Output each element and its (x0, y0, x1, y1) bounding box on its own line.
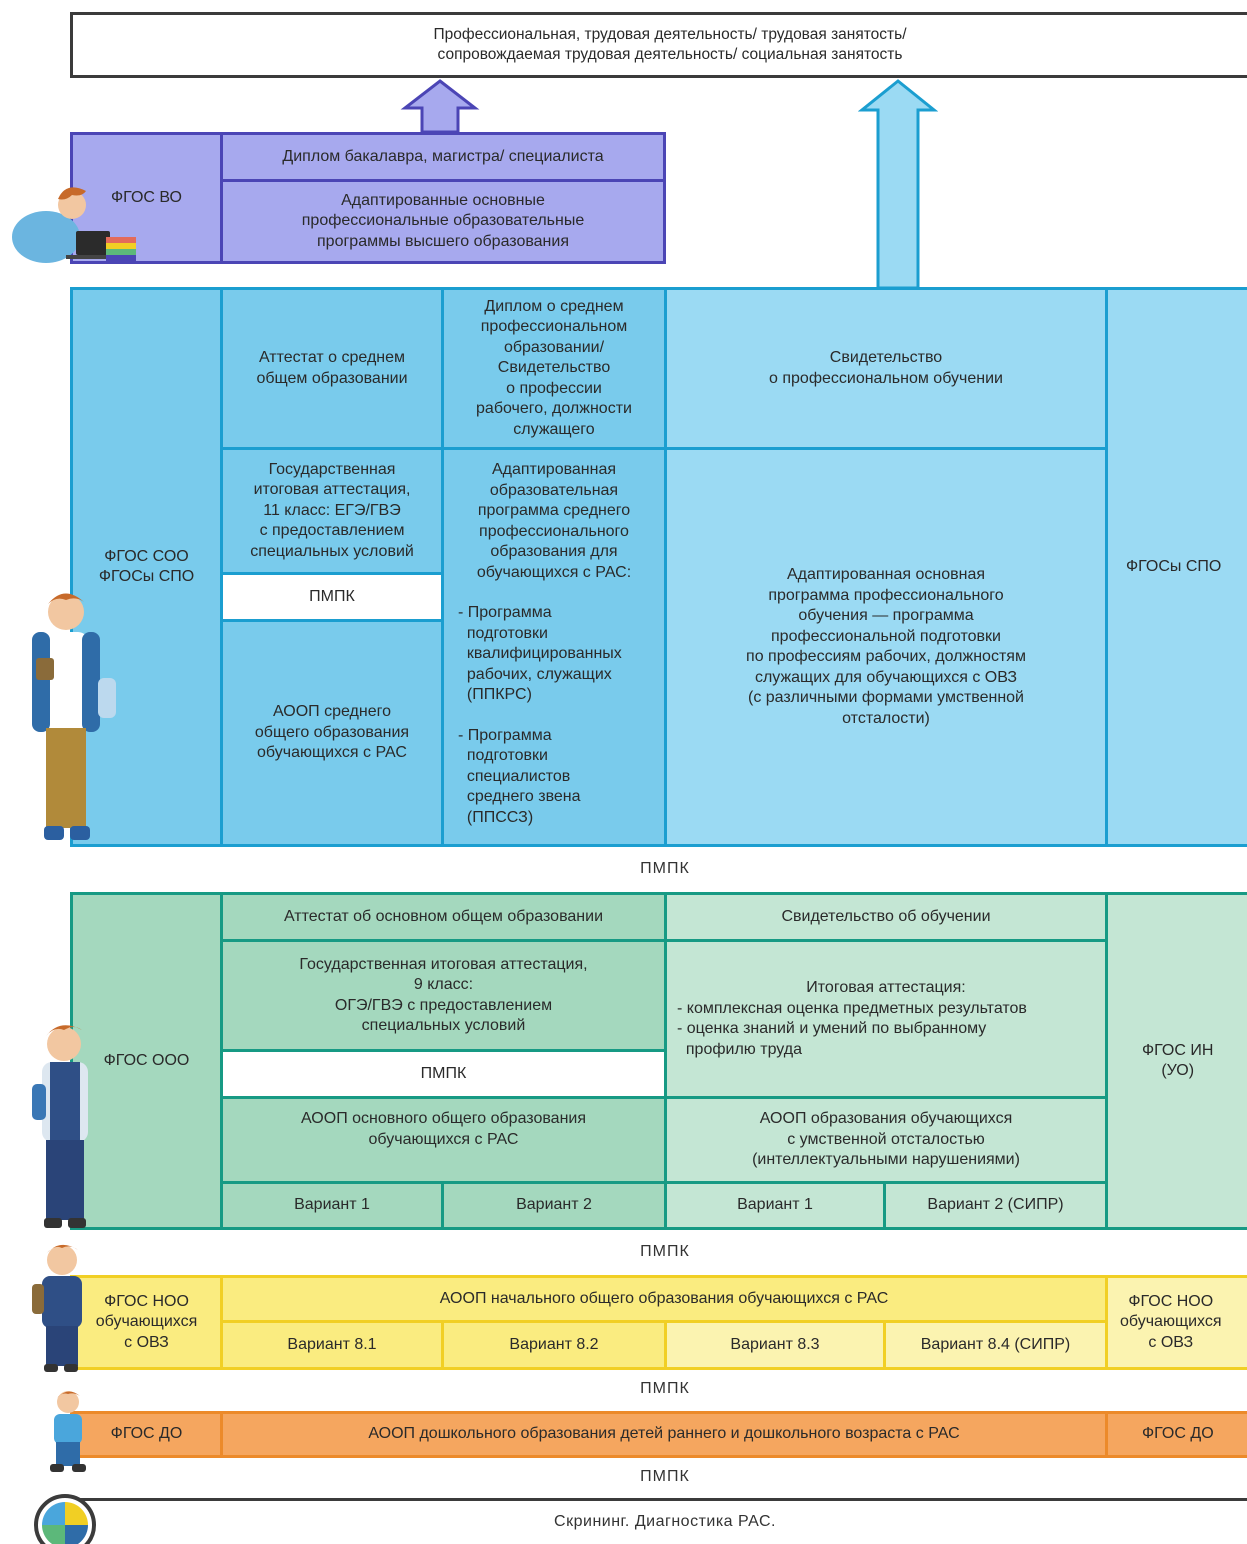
fgos-do-right-label: ФГОС ДО (1105, 1411, 1247, 1458)
vo-program: Адаптированные основные профессиональные… (220, 179, 666, 264)
fgos-ooo-label: ФГОС ООО (70, 892, 223, 1230)
arrow-up-icon (858, 79, 938, 290)
spo-diploma: Диплом о среднем профессиональном образо… (441, 287, 667, 450)
ooo-variant-2: Вариант 2 (441, 1181, 667, 1230)
small-child-figure (50, 1391, 86, 1472)
ooo-aoop-ras: АООП основного общего образования обучаю… (220, 1096, 667, 1184)
employment-box: Профессиональная, трудовая деятельность/… (70, 12, 1247, 78)
soo-aoop: АООП среднего общего образования обучающ… (220, 619, 444, 847)
final-attestation-items: - комплексная оценка предметных результа… (677, 999, 1027, 1058)
screening-rule (70, 1498, 1247, 1501)
soo-attestat: Аттестат о среднем общем образовании (220, 287, 444, 450)
noo-variant-8-3: Вариант 8.3 (664, 1320, 886, 1370)
pmpk-label: ПМПК (640, 860, 690, 877)
pmpk-label: ПМПК (640, 1243, 690, 1260)
ooo-attestat: Аттестат об основном общем образовании (220, 892, 667, 942)
fgos-noo-label: ФГОС НОО обучающихся с ОВЗ (70, 1275, 223, 1370)
arrow-up-icon (400, 79, 480, 134)
ooo-variant-1: Вариант 1 (220, 1181, 444, 1230)
spo-program-item-ppkrs: - Программа подготовки квалифицированных… (458, 604, 622, 703)
noo-variant-8-2: Вариант 8.2 (441, 1320, 667, 1370)
final-attestation-title: Итоговая аттестация: (806, 979, 966, 996)
puzzle-logo-icon (34, 1494, 96, 1544)
vo-diploma: Диплом бакалавра, магистра/ специалиста (220, 132, 666, 182)
schoolboy-figure (32, 1025, 88, 1228)
ooo-certificate: Свидетельство об обучении (664, 892, 1108, 942)
soo-pmpk: ПМПК (220, 572, 444, 622)
spo-program: Адаптированная образовательная программа… (441, 447, 667, 847)
fgos-spo-right-label: ФГОСы СПО (1105, 287, 1247, 847)
ooo-uo-variant-2-sipr: Вариант 2 (СИПР) (883, 1181, 1108, 1230)
pmpk-label: ПМПК (640, 1380, 690, 1397)
do-aoop: АООП дошкольного образования детей ранне… (220, 1411, 1108, 1458)
fgos-noo-right-label: ФГОС НОО обучающихся с ОВЗ (1105, 1275, 1247, 1370)
noo-variant-8-1: Вариант 8.1 (220, 1320, 444, 1370)
spo-program-title: Адаптированная образовательная программа… (476, 461, 632, 581)
noo-variant-8-4-sipr: Вариант 8.4 (СИПР) (883, 1320, 1108, 1370)
ooo-aoop-uo: АООП образования обучающихся с умственно… (664, 1096, 1108, 1184)
vocational-program: Адаптированная основная программа профес… (664, 447, 1108, 847)
ooo-pmpk: ПМПК (220, 1049, 667, 1099)
screening-label: Скрининг. Диагностика РАС. (554, 1513, 776, 1530)
student-laptop-figure (12, 187, 136, 263)
ooo-gia: Государственная итоговая аттестация, 9 к… (220, 939, 667, 1052)
pmpk-label: ПМПК (640, 1468, 690, 1485)
vocational-certificate: Свидетельство о профессиональном обучени… (664, 287, 1108, 450)
ooo-final-attestation: Итоговая аттестация: - комплексная оценк… (664, 939, 1108, 1099)
soo-gia: Государственная итоговая аттестация, 11 … (220, 447, 444, 575)
noo-aoop: АООП начального общего образования обуча… (220, 1275, 1108, 1323)
teen-student-figure (32, 593, 116, 840)
fgos-in-uo-label: ФГОС ИН (УО) (1105, 892, 1247, 1230)
spo-program-item-ppssz: - Программа подготовки специалистов сред… (458, 726, 581, 826)
young-pupil-figure (32, 1244, 82, 1372)
fgos-do-label: ФГОС ДО (70, 1411, 223, 1458)
fgos-soo-label: ФГОС СОО ФГОСы СПО (70, 287, 223, 847)
ooo-uo-variant-1: Вариант 1 (664, 1181, 886, 1230)
